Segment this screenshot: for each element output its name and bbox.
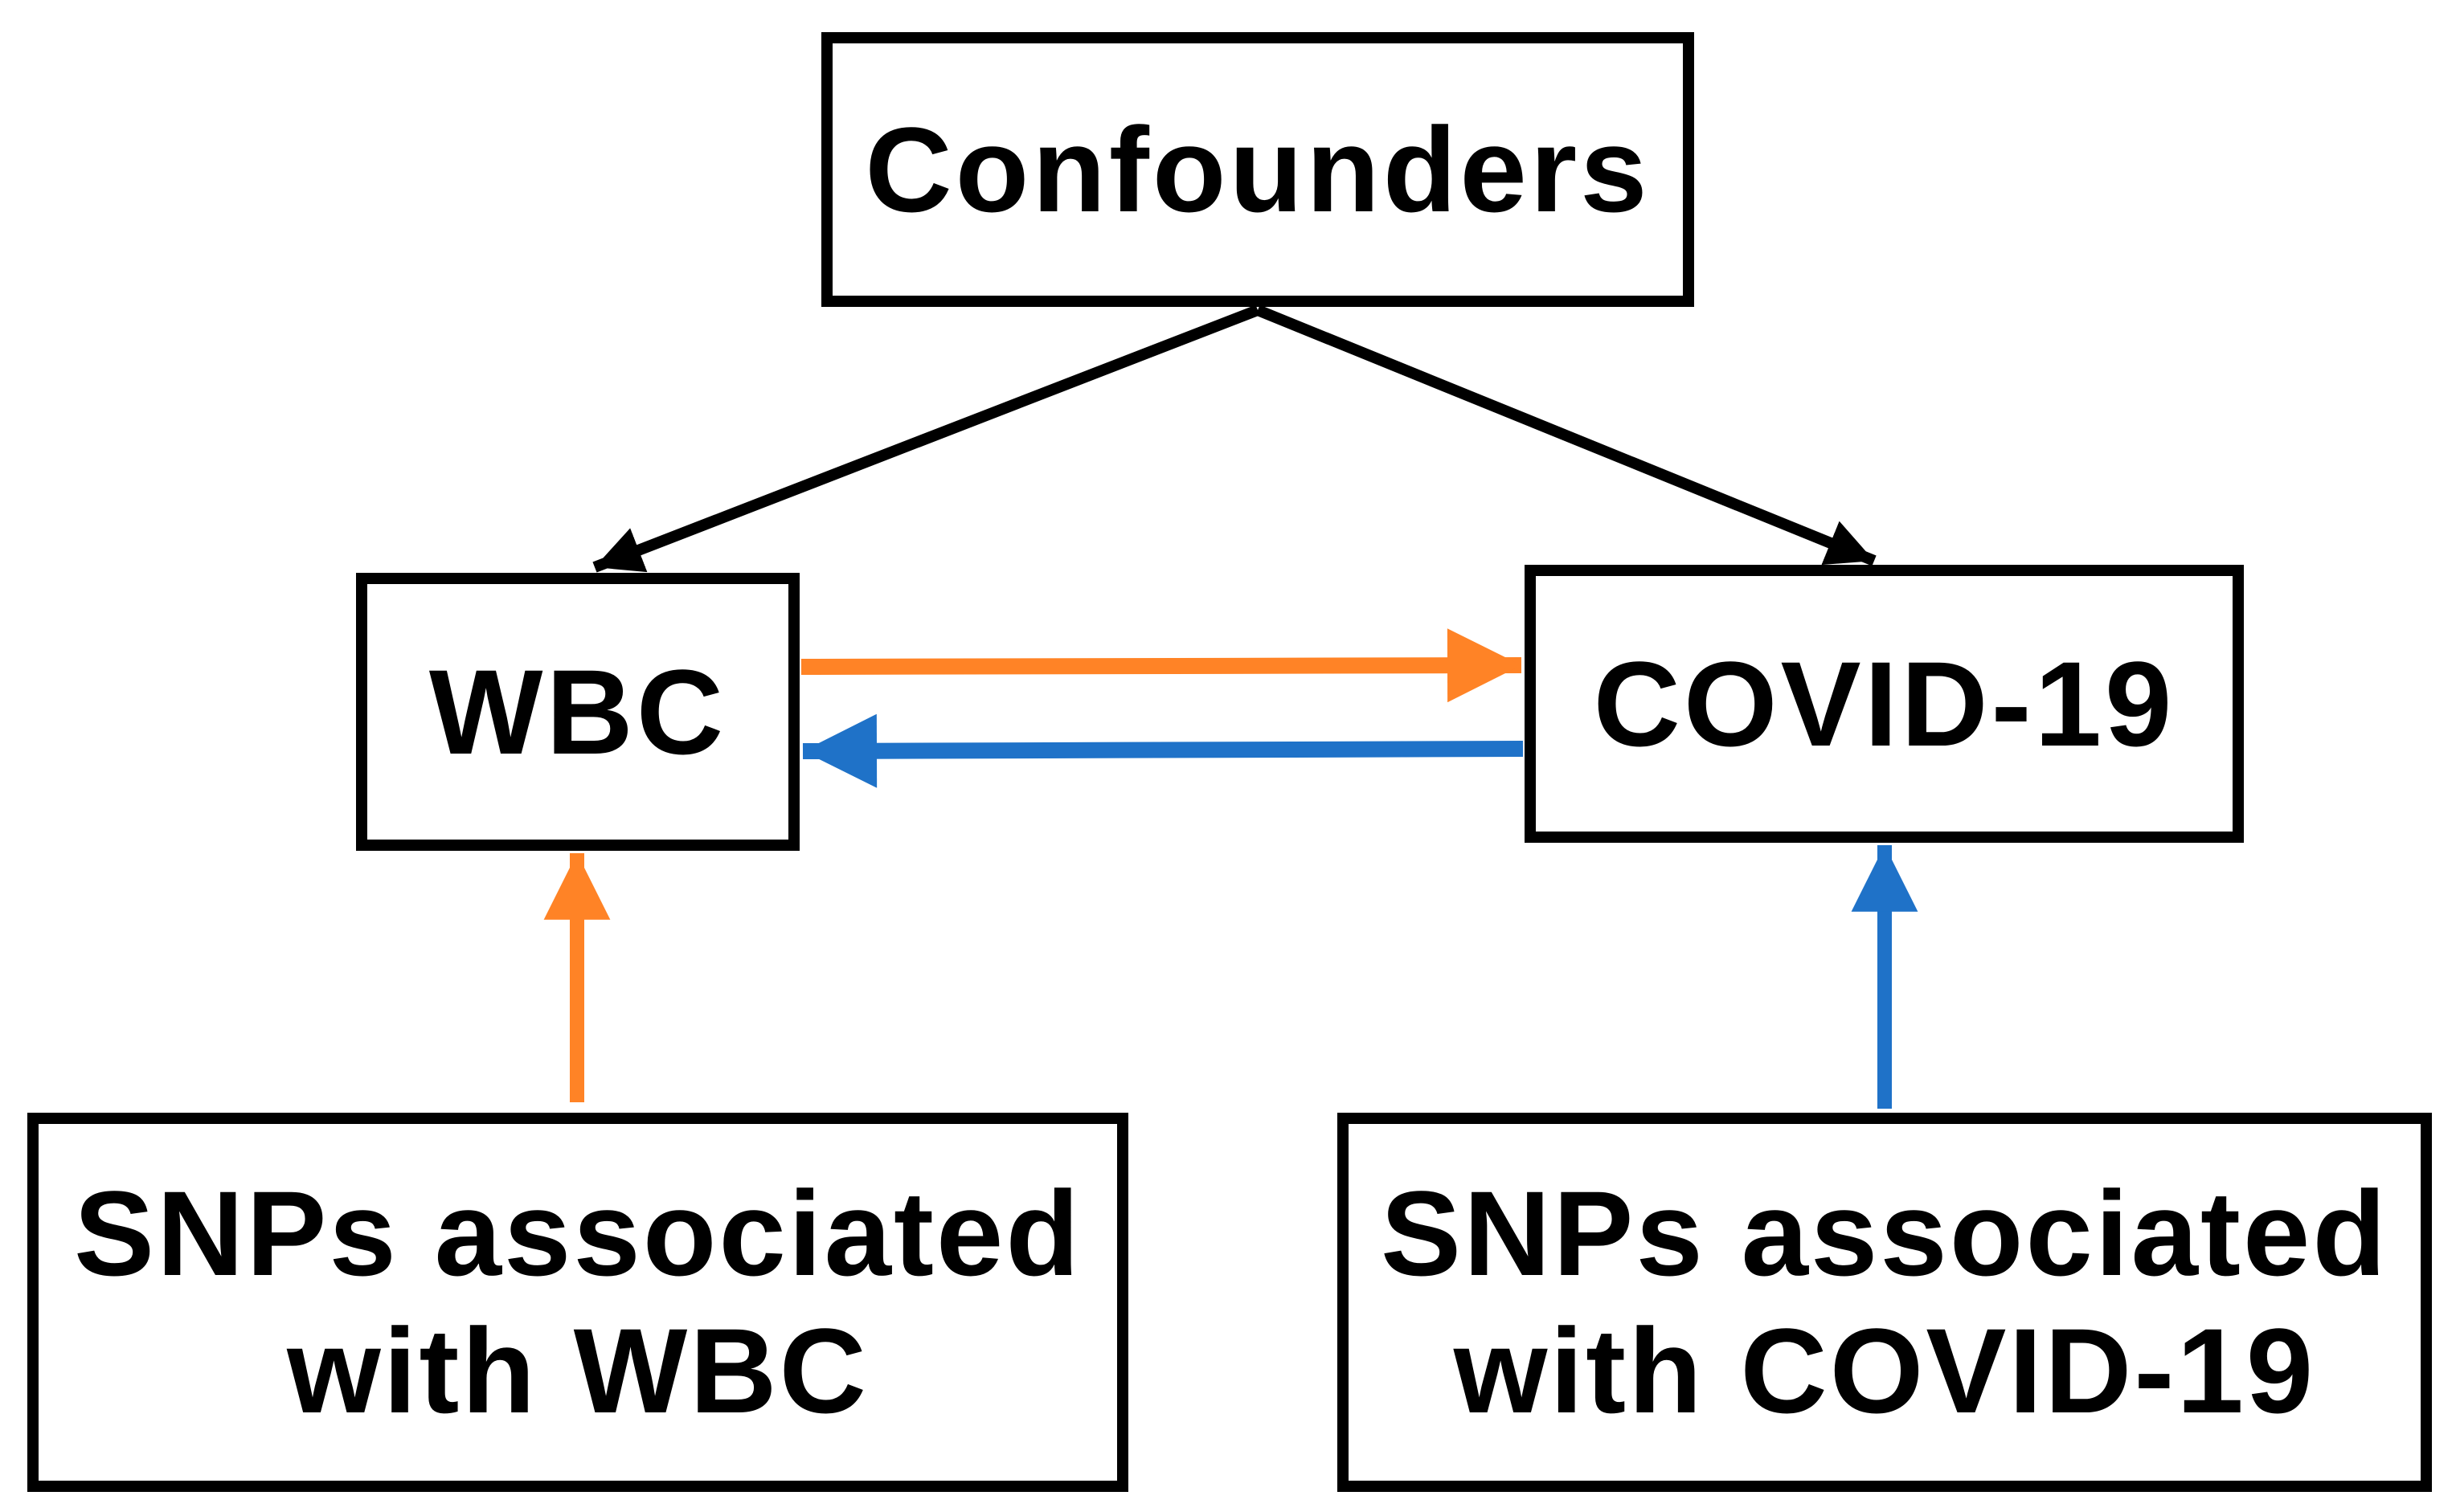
arrow-wbc-to-covid	[800, 628, 1522, 703]
wbc-label: WBC	[428, 644, 727, 779]
covid-node: COVID-19	[1525, 565, 2244, 843]
arrow-confounders-to-covid	[1255, 304, 1877, 566]
covid-label: COVID-19	[1593, 635, 2176, 771]
snp-wbc-label-line2: with WBC	[287, 1303, 869, 1438]
snp-covid-label-line2: with COVID-19	[1453, 1303, 2316, 1438]
confounders-node: Confounders	[821, 32, 1694, 307]
wbc-node: WBC	[356, 573, 800, 851]
arrow-confounders-to-wbc	[592, 304, 1260, 573]
arrow-covid-to-wbc	[802, 713, 1524, 788]
snp-covid-node: SNPs associated with COVID-19	[1337, 1113, 2432, 1492]
snp-covid-label-line1: SNPs associated	[1381, 1166, 2388, 1301]
snp-wbc-node: SNPs associated with WBC	[27, 1113, 1128, 1492]
snp-wbc-label-line1: SNPs associated	[74, 1166, 1082, 1301]
confounders-label: Confounders	[865, 101, 1651, 237]
